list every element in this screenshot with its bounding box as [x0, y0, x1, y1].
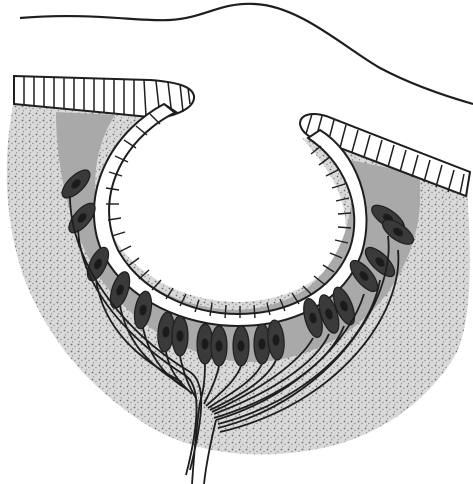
sensory-cell	[211, 326, 227, 366]
pit-wall	[94, 104, 367, 326]
sensory-cell	[233, 326, 249, 366]
sensory-cell	[254, 324, 270, 364]
sensory-cell	[172, 316, 188, 356]
